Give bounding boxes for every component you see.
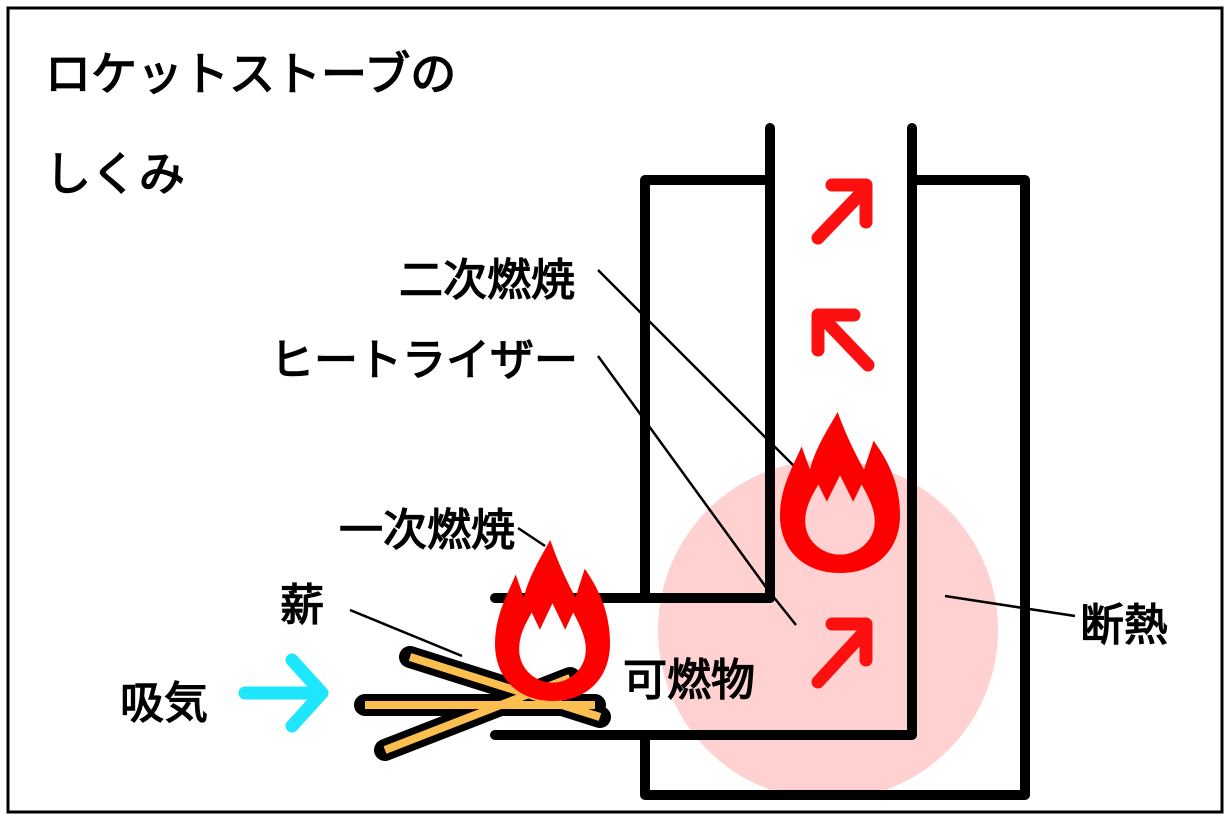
- arrow-up-left-icon: [811, 308, 875, 372]
- outer-wall-right-bottom: [640, 175, 1030, 800]
- leader-secondary-combustion: [597, 269, 801, 473]
- leader-lines: [349, 269, 1076, 658]
- label-insulation: 断熱: [1080, 600, 1168, 651]
- label-combustibles: 可燃物: [623, 655, 755, 706]
- title-line-1: ロケットストーブの: [45, 47, 456, 101]
- label-heat-riser: ヒートライザー: [270, 335, 578, 386]
- leader-heat-riser: [596, 355, 770, 591]
- intake-arrow-icon: [238, 653, 329, 733]
- leader-primary-combustion: [517, 526, 546, 548]
- label-secondary-combustion: 二次燃焼: [399, 255, 575, 306]
- frame-border: [6, 6, 1224, 814]
- leader-heat-riser-extension: [767, 589, 797, 626]
- heat-riser-right-wall: [490, 123, 917, 740]
- arrow-up-right-icon: [811, 178, 873, 245]
- flow-arrows: [238, 178, 875, 733]
- insulation-area: [658, 460, 998, 800]
- stove-structure: [490, 123, 1030, 800]
- label-intake: 吸気: [120, 678, 208, 729]
- label-firewood: 薪: [280, 580, 324, 631]
- label-primary-combustion: 一次燃焼: [339, 505, 515, 556]
- leader-firewood: [349, 608, 463, 658]
- title-line-2: しくみ: [45, 147, 185, 201]
- leader-insulation: [944, 594, 1076, 618]
- arrow-up-right-icon: [811, 617, 873, 689]
